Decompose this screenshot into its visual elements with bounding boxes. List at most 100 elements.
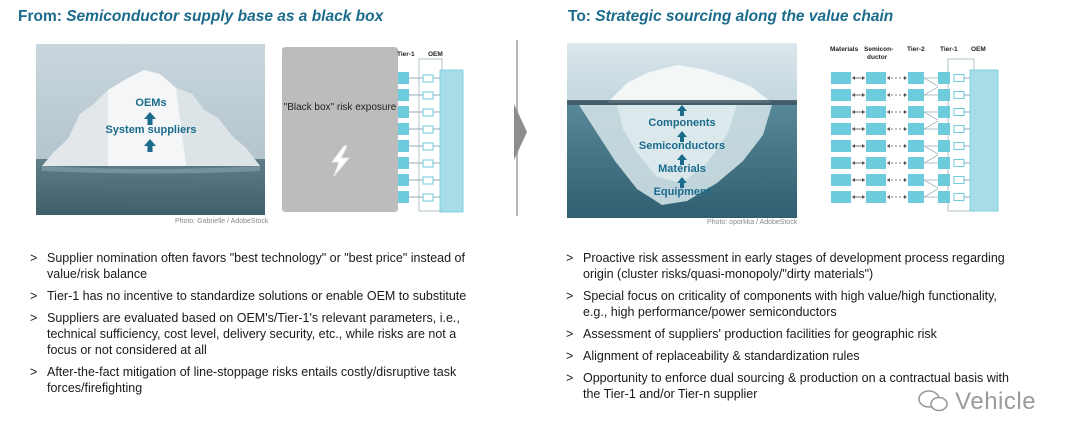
arrow-head	[852, 195, 865, 199]
right-header-semiconductor-2: ductor	[867, 54, 888, 61]
right-heading: To: Strategic sourcing along the value c…	[568, 8, 893, 26]
arrow-head	[852, 110, 865, 114]
black-box-panel: "Black box" risk exposure	[282, 47, 398, 212]
right-heading-prefix: To:	[568, 8, 596, 25]
tier1-box	[938, 89, 950, 101]
left-heading-title: Semiconductor supply base as a black box	[66, 8, 384, 25]
bullet-item: Tier-1 has no incentive to standardize s…	[30, 288, 478, 304]
semiconductor-box	[866, 174, 886, 186]
bullet-item: Suppliers are evaluated based on OEM's/T…	[30, 310, 478, 358]
black-box-label: "Black box" risk exposure	[283, 102, 397, 113]
left-header-oem: OEM	[428, 51, 443, 58]
iceberg-label-materials: Materials	[658, 163, 706, 175]
cross-link-line	[923, 179, 939, 189]
tier2-box	[908, 123, 924, 135]
tier1-inner-box	[953, 125, 965, 133]
chat-bubble-icon	[918, 390, 948, 412]
arrow-head	[852, 161, 865, 165]
materials-box	[831, 140, 851, 152]
tier2-box	[908, 72, 924, 84]
arrow-head	[852, 93, 865, 97]
cross-link-line	[923, 120, 939, 130]
bullet-item: Assessment of suppliers' production faci…	[566, 326, 1016, 342]
right-supply-chain-diagram	[831, 58, 999, 212]
bullet-item: Alignment of replaceability & standardiz…	[566, 348, 1016, 364]
arrow-head	[852, 76, 865, 80]
tier1-inner-box	[953, 74, 965, 82]
up-arrow-icon	[144, 139, 156, 152]
semiconductor-box	[866, 72, 886, 84]
tier1-inner-box	[953, 159, 965, 167]
arrow-head	[852, 127, 865, 131]
materials-box	[831, 106, 851, 118]
tier1-inner-box	[953, 91, 965, 99]
arrow-head	[852, 178, 865, 182]
cross-link-line	[923, 111, 939, 121]
up-arrow-icon	[677, 131, 687, 142]
arrow-head	[852, 144, 865, 148]
semiconductor-box	[866, 140, 886, 152]
tier2-box	[908, 174, 924, 186]
up-arrow-icon	[677, 177, 687, 188]
semiconductor-box	[866, 89, 886, 101]
tier1-box	[938, 191, 950, 203]
up-arrow-icon	[677, 154, 687, 165]
tier2-box	[908, 157, 924, 169]
tier1-inner-box	[953, 193, 965, 201]
tier1-inner-box	[953, 176, 965, 184]
right-header-materials: Materials	[830, 46, 859, 53]
watermark: Vehicle	[918, 388, 1036, 416]
cross-link-line	[923, 188, 939, 198]
left-iceberg-photo: OEMs System suppliers	[36, 44, 265, 215]
right-iceberg-photo: Components Semiconductors Materials Equi…	[567, 43, 797, 218]
semiconductor-box	[866, 191, 886, 203]
cross-link-line	[923, 154, 939, 164]
cross-link-line	[923, 145, 939, 155]
materials-box	[831, 157, 851, 169]
iceberg-label-system-suppliers: System suppliers	[105, 124, 197, 136]
tier2-box	[908, 191, 924, 203]
materials-box	[831, 89, 851, 101]
tier1-box	[938, 123, 950, 135]
chevron-right-icon	[514, 104, 527, 160]
bullet-item: Special focus on criticality of componen…	[566, 288, 1016, 320]
left-heading: From: Semiconductor supply base as a bla…	[18, 8, 383, 26]
tier1-box	[938, 157, 950, 169]
right-header-tier2: Tier-2	[907, 46, 925, 53]
right-bullet-list: Proactive risk assessment in early stage…	[566, 250, 1016, 408]
semiconductor-box	[866, 123, 886, 135]
bullet-item: Supplier nomination often favors "best t…	[30, 250, 478, 282]
tier1-inner-box	[953, 108, 965, 116]
up-arrow-icon	[677, 105, 687, 116]
tier1-box	[938, 174, 950, 186]
right-header-tier1: Tier-1	[940, 46, 958, 53]
iceberg-label-semiconductors: Semiconductors	[638, 140, 726, 152]
bullet-item: Proactive risk assessment in early stage…	[566, 250, 1016, 282]
cross-link-line	[923, 77, 939, 87]
right-header-oem: OEM	[971, 46, 986, 53]
semiconductor-box	[866, 106, 886, 118]
cross-link-line	[923, 86, 939, 96]
left-header-tier1: Tier-1	[397, 51, 415, 58]
right-header-semiconductor-1: Semicon-	[864, 46, 894, 53]
tier1-box	[938, 140, 950, 152]
iceberg-label-components: Components	[648, 117, 716, 129]
tier2-box	[908, 106, 924, 118]
up-arrow-icon	[144, 112, 156, 125]
materials-box	[831, 123, 851, 135]
tier2-box	[908, 140, 924, 152]
materials-box	[831, 72, 851, 84]
tier2-box	[908, 89, 924, 101]
left-bullet-list: Supplier nomination often favors "best t…	[30, 250, 478, 402]
left-photo-credit: Photo: Gabrielle / AdobeStock	[175, 218, 269, 225]
left-supply-chain-diagram	[398, 58, 464, 213]
materials-box	[831, 174, 851, 186]
iceberg-label-equipment: Equipment	[653, 186, 711, 198]
right-heading-title: Strategic sourcing along the value chain	[595, 8, 894, 25]
lightning-bolt-icon	[331, 145, 351, 177]
left-heading-prefix: From:	[18, 8, 67, 25]
tier1-box	[938, 72, 950, 84]
semiconductor-box	[866, 157, 886, 169]
tier1-inner-box	[953, 142, 965, 150]
right-photo-credit: Photo: oporkka / AdobeStock	[707, 219, 798, 226]
